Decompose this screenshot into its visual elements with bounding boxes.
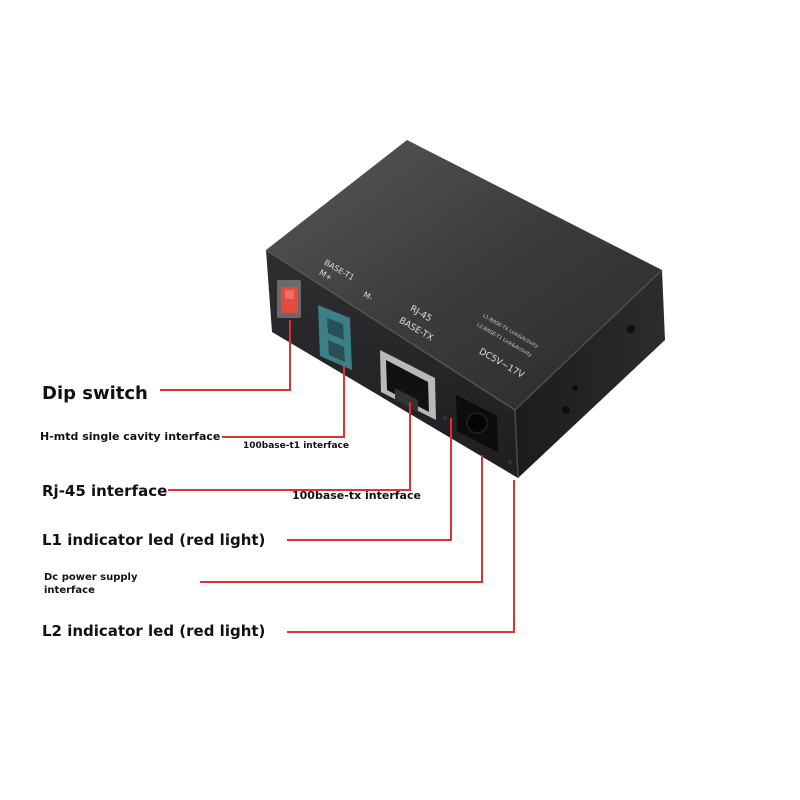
label-100base-t1: 100base-t1 interface [243, 441, 349, 451]
leader-l1-led [287, 418, 452, 541]
leader-lines [160, 320, 515, 633]
label-hmtd-interface: H-mtd single cavity interface [40, 430, 221, 443]
screw [572, 385, 578, 391]
label-rj45-interface: Rj-45 interface [42, 482, 168, 500]
label-dc-power-line2: interface [44, 585, 95, 596]
rj45-port[interactable] [380, 350, 436, 420]
leader-l2-led [287, 480, 515, 633]
leader-rj45 [168, 402, 411, 491]
enclosure-top [266, 140, 662, 410]
screw [627, 325, 635, 333]
dc-jack[interactable] [456, 395, 498, 452]
screw [562, 406, 570, 414]
label-l1-led: L1 indicator led (red light) [42, 531, 266, 549]
l2-led-dot [508, 460, 512, 464]
dip-switch[interactable] [277, 280, 301, 318]
label-dc-power-line1: Dc power supply [44, 572, 138, 583]
l1-led-dot [443, 416, 447, 420]
hmtd-connector[interactable] [318, 305, 352, 370]
leader-dip-switch [160, 320, 291, 391]
leader-dc-jack [200, 455, 483, 583]
leader-hmtd [222, 366, 345, 438]
enclosure-side-panel [515, 270, 665, 478]
label-l2-led: L2 indicator led (red light) [42, 622, 266, 640]
label-dip-switch: Dip switch [42, 383, 148, 404]
label-100base-tx: 100base-tx interface [292, 489, 421, 502]
